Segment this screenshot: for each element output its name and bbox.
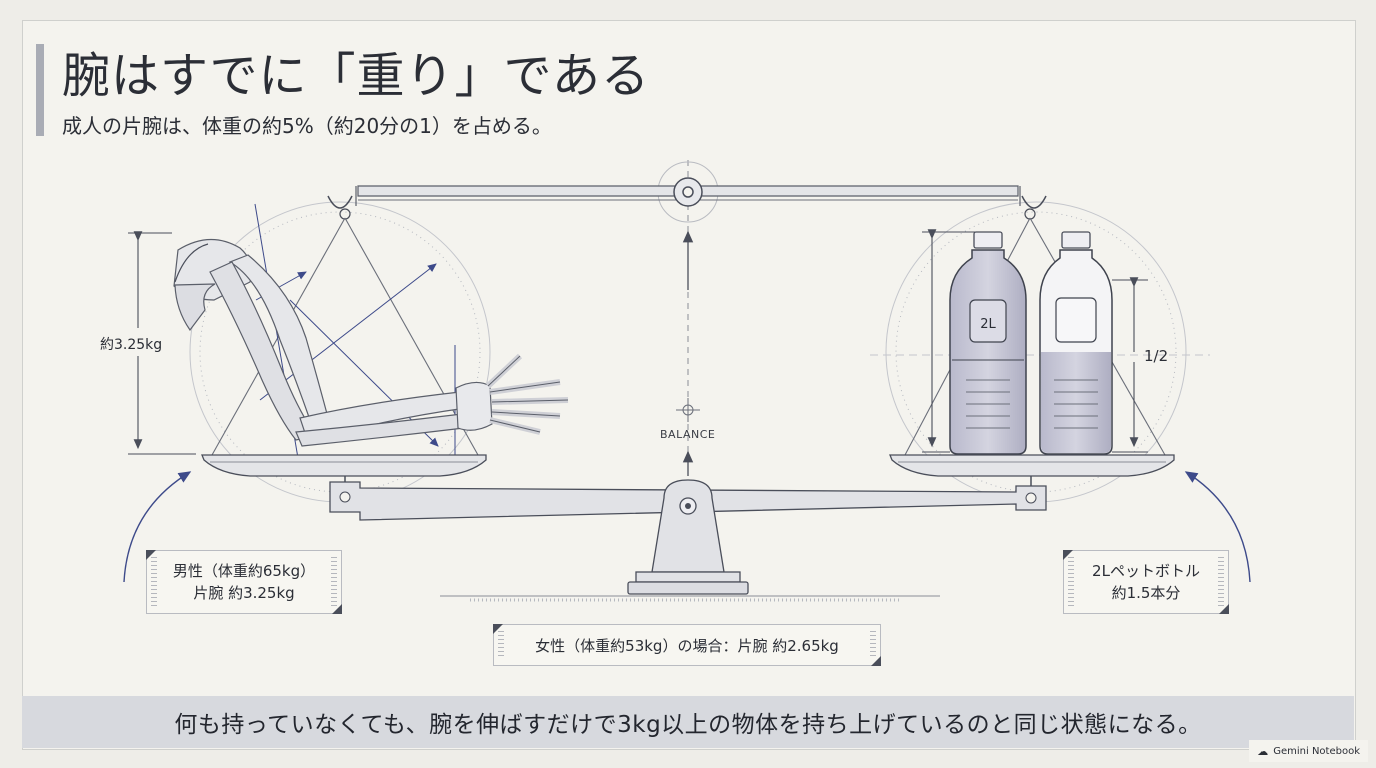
left-pan [201, 454, 487, 477]
card-corner-mark [332, 604, 342, 614]
half-marker-label: 1/2 [1144, 347, 1169, 365]
male-card-line1: 男性（体重約65kg） [172, 562, 316, 580]
card-corner-mark [146, 550, 156, 560]
arm-height-dimension [128, 231, 196, 455]
gemini-cloud-icon: ☁ [1257, 744, 1269, 758]
scale-stand [440, 479, 940, 602]
curved-pointer-arrows [123, 471, 1251, 583]
right-pan [889, 454, 1175, 477]
card-tick-ruler [870, 631, 876, 659]
arm-anatomy-illustration [173, 238, 569, 447]
right-pan-strings [904, 217, 1166, 456]
page-title: 腕はすでに「重り」である [62, 48, 651, 104]
card-corner-mark [871, 656, 881, 666]
card-tick-ruler [1218, 557, 1224, 607]
footer-band: 何も持っていなくても、腕を伸ばすだけで3kg以上の物体を持ち上げているのと同じ状… [22, 696, 1354, 748]
card-tick-ruler [151, 557, 157, 607]
brand-label: Gemini Notebook [1273, 745, 1360, 757]
top-beam [327, 177, 1047, 220]
card-tick-ruler [331, 557, 337, 607]
card-tick-ruler [1068, 557, 1074, 607]
gemini-notebook-badge: ☁ Gemini Notebook [1249, 740, 1368, 762]
bottle-2l-half [1039, 231, 1113, 455]
bottle-card-line1: 2Lペットボトル [1092, 562, 1200, 580]
male-arm-card: 男性（体重約65kg） 片腕 約3.25kg [146, 550, 342, 614]
bottle-label-text: 2L [980, 317, 996, 332]
bottle-height-dimension [922, 229, 1148, 453]
card-corner-mark [493, 624, 503, 634]
bottle-equivalent-card: 2Lペットボトル 約1.5本分 [1063, 550, 1229, 614]
female-card-text: 女性（体重約53kg）の場合：片腕 約2.65kg [535, 637, 839, 655]
page-subtitle: 成人の片腕は、体重の約5%（約20分の1）を占める。 [62, 114, 552, 138]
balance-label: BALANCE [660, 428, 716, 441]
card-corner-mark [1063, 550, 1073, 560]
footer-message: 何も持っていなくても、腕を伸ばすだけで3kg以上の物体を持ち上げているのと同じ状… [174, 712, 1202, 738]
card-tick-ruler [498, 631, 504, 659]
bottle-2l-full: 2L [949, 231, 1027, 455]
arm-weight-label: 約3.25kg [100, 337, 163, 353]
title-accent-bar [36, 44, 44, 136]
male-card-line2: 片腕 約3.25kg [193, 584, 295, 602]
bottle-card-line2: 約1.5本分 [1111, 584, 1181, 602]
card-corner-mark [1219, 604, 1229, 614]
female-arm-card: 女性（体重約53kg）の場合：片腕 約2.65kg [493, 624, 881, 666]
